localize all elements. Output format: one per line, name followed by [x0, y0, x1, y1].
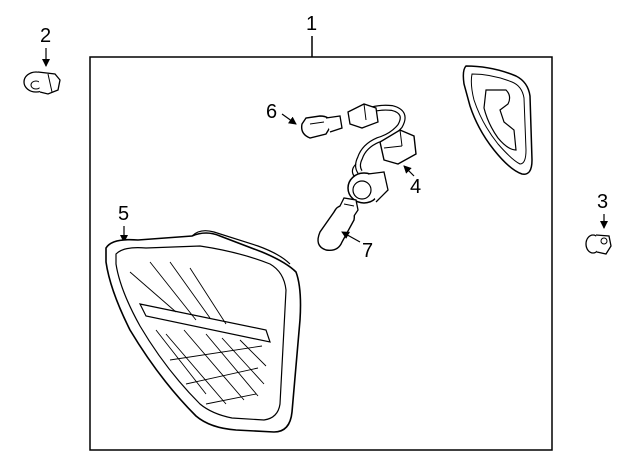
wedge-bulb: 6	[266, 101, 343, 139]
reflector-cover	[462, 65, 533, 175]
push-nut-right: 3	[585, 191, 612, 255]
callout-3-label: 3	[597, 191, 608, 213]
callout-2-label: 2	[40, 25, 51, 47]
callout-1: 1	[306, 13, 317, 57]
assembly-frame	[89, 56, 553, 451]
callout-1-label: 1	[306, 13, 317, 35]
callout-4-label: 4	[410, 176, 421, 198]
callout-6-label: 6	[266, 101, 277, 123]
callout-7-label: 7	[362, 240, 373, 262]
stop-bulb: 7	[317, 197, 373, 262]
lens-housing: 5	[105, 203, 302, 433]
push-nut-left: 2	[23, 25, 61, 95]
socket-harness: 4	[347, 103, 421, 204]
callout-5-label: 5	[118, 203, 129, 225]
